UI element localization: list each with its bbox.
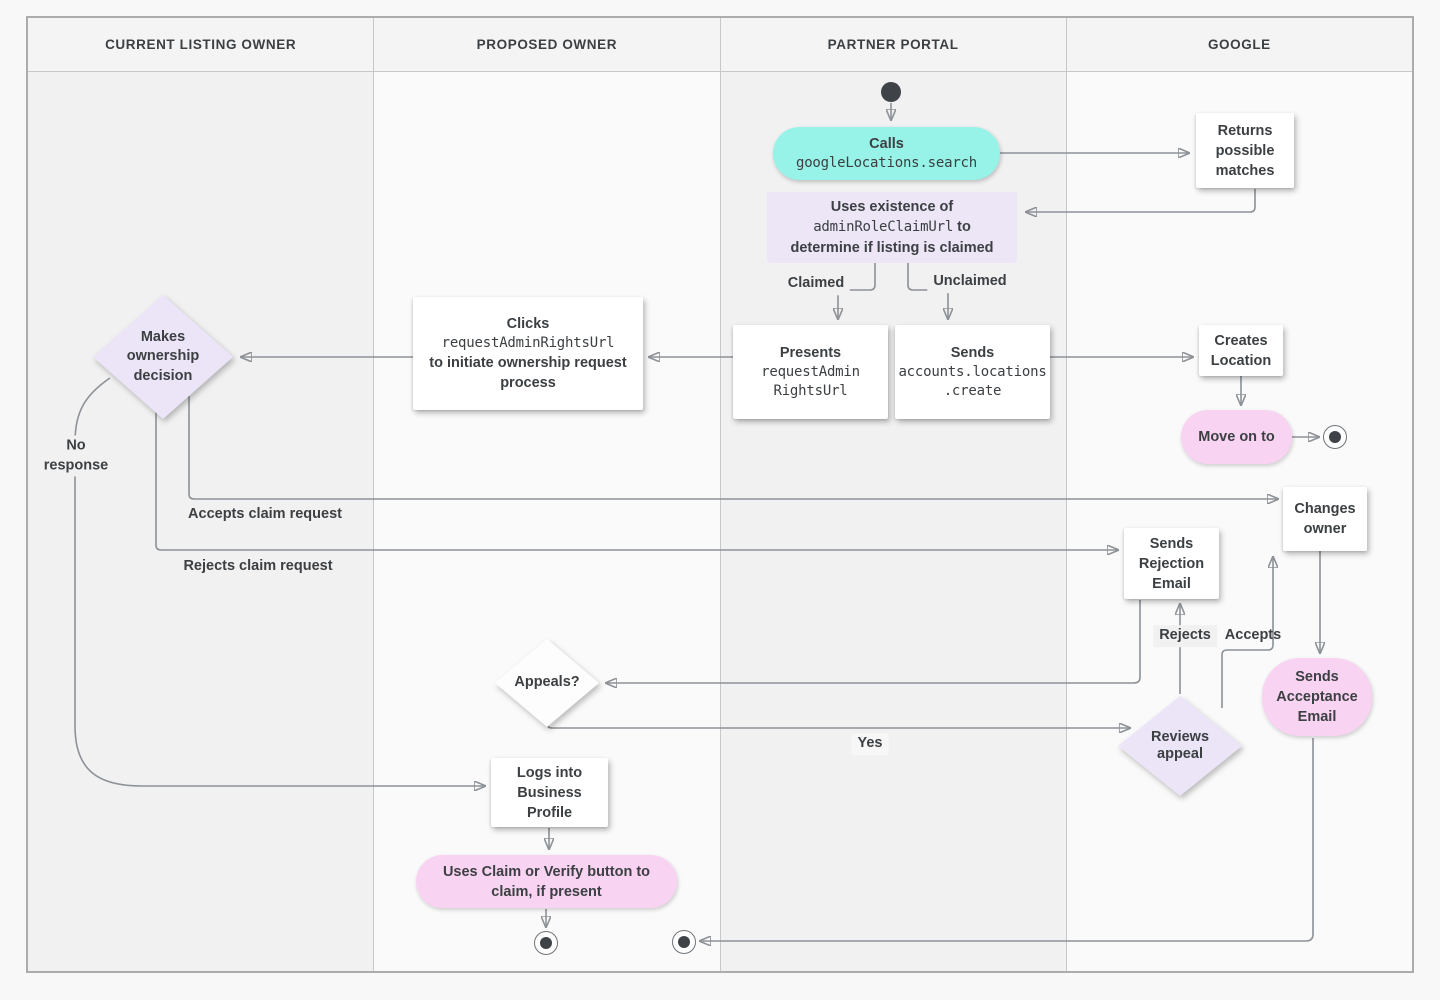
- node-label: Uses Claim or Verify button to claim, if…: [442, 863, 651, 900]
- node-label: Sends Acceptance Email: [1276, 669, 1358, 725]
- end-node-dot: [540, 937, 552, 949]
- node-makes-ownership-decision: Makes ownership decision: [93, 295, 233, 419]
- node-reviews-appeal: Reviews appeal: [1118, 696, 1242, 796]
- node-code: RightsUrl: [773, 383, 848, 399]
- node-label: Changes owner: [1294, 501, 1356, 537]
- lane-header-partner-portal: PARTNER PORTAL: [720, 18, 1066, 72]
- node-code: googleLocations.search: [795, 154, 978, 171]
- node-label: adminRoleClaimUrl to: [813, 219, 971, 236]
- edge-label-no-response: No response: [34, 435, 118, 477]
- node-label: Appeals?: [514, 674, 580, 691]
- node-uses-claim-or-verify: Uses Claim or Verify button to claim, if…: [416, 855, 677, 908]
- node-label: Makes ownership decision: [126, 328, 200, 384]
- edge-label-rejects-claim-request: Rejects claim request: [177, 556, 339, 578]
- end-node-acceptance: [672, 930, 696, 954]
- node-calls-googlelocations-search: Calls googleLocations.search: [773, 127, 1000, 180]
- node-returns-possible-matches: Returns possible matches: [1196, 113, 1294, 188]
- node-label: Move on to: [1198, 429, 1275, 445]
- start-node: [881, 82, 901, 102]
- lane-current-listing-owner: CURRENT LISTING OWNER: [28, 18, 375, 971]
- node-creates-location: Creates Location: [1199, 325, 1283, 376]
- node-changes-owner: Changes owner: [1283, 487, 1367, 551]
- edge-label-unclaimed: Unclaimed: [927, 271, 1013, 293]
- lane-header-proposed-owner: PROPOSED OWNER: [374, 18, 720, 72]
- end-node-dot: [678, 936, 690, 948]
- node-label: Presents: [779, 344, 842, 361]
- node-label: Clicks: [506, 315, 550, 332]
- node-code: adminRoleClaimUrl: [813, 219, 954, 236]
- node-label: Reviews appeal: [1150, 729, 1210, 762]
- node-move-on-to: Move on to: [1181, 410, 1292, 464]
- node-label: determine if listing is claimed: [790, 239, 994, 256]
- lane-header-current-listing-owner: CURRENT LISTING OWNER: [28, 18, 374, 72]
- edge-label-accepts: Accepts: [1224, 627, 1282, 644]
- edge-label-yes: Yes: [851, 733, 889, 755]
- node-code: .create: [943, 383, 1002, 399]
- node-code: requestAdminRightsUrl: [441, 334, 615, 351]
- node-appeals-decision: Appeals?: [495, 639, 599, 727]
- node-label: to initiate ownership request process: [429, 355, 627, 392]
- end-node-dot: [1329, 431, 1341, 443]
- node-label: Logs into Business Profile: [516, 764, 583, 821]
- edge-label-rejects: Rejects: [1153, 625, 1217, 647]
- end-node-move-on: [1323, 425, 1347, 449]
- edge-label-claimed: Claimed: [781, 273, 851, 295]
- node-code: requestAdmin: [761, 363, 860, 380]
- node-label: Sends Rejection Email: [1138, 535, 1205, 592]
- node-clicks-requestadminrightsurl: Clicks requestAdminRightsUrl to initiate…: [413, 297, 643, 410]
- node-label: Uses existence of: [830, 199, 954, 216]
- node-label: Sends: [950, 344, 995, 361]
- node-uses-existence: Uses existence of adminRoleClaimUrl to d…: [767, 192, 1017, 263]
- lane-proposed-owner: PROPOSED OWNER: [374, 18, 721, 971]
- lane-body-proposed-owner: [374, 72, 720, 971]
- node-sends-acceptance-email: Sends Acceptance Email: [1262, 658, 1372, 736]
- node-label: Returns possible matches: [1215, 122, 1275, 179]
- node-presents-requestadminrightsurl: Presents requestAdmin RightsUrl: [733, 325, 888, 419]
- node-sends-accounts-locations-create: Sends accounts.locations .create: [895, 325, 1050, 419]
- node-label: Calls: [869, 135, 904, 152]
- lane-header-google: GOOGLE: [1066, 18, 1412, 72]
- end-node-claim: [534, 931, 558, 955]
- edge-label-accepts-claim-request: Accepts claim request: [182, 504, 348, 526]
- node-code: accounts.locations: [898, 363, 1047, 380]
- node-label: Creates Location: [1210, 332, 1272, 369]
- node-logs-into-business-profile: Logs into Business Profile: [491, 758, 608, 827]
- node-sends-rejection-email: Sends Rejection Email: [1124, 528, 1219, 599]
